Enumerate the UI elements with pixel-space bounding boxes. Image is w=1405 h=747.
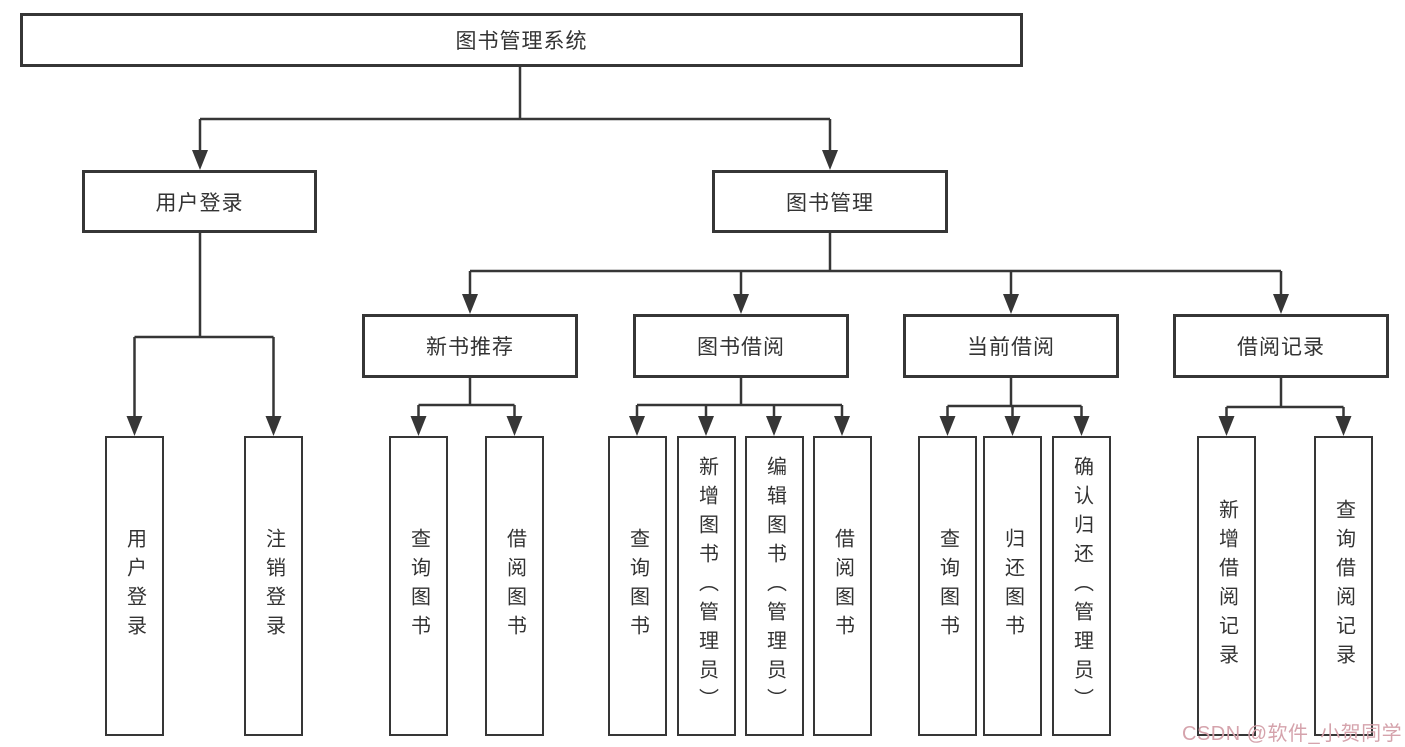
node-label: 借阅图书 bbox=[831, 528, 854, 644]
node-label: 归还图书 bbox=[1001, 528, 1024, 644]
node-label: 当前借阅 bbox=[967, 336, 1055, 359]
node-label: 图书借阅 bbox=[697, 336, 785, 359]
leaf-user-login: 用户登录 bbox=[105, 436, 164, 736]
node-label: 用户登录 bbox=[123, 528, 146, 644]
node-label: 借阅记录 bbox=[1237, 336, 1325, 359]
node-book-management: 图书管理 bbox=[712, 170, 948, 233]
node-label: 新书推荐 bbox=[426, 336, 514, 359]
node-borrow-records: 借阅记录 bbox=[1173, 314, 1389, 378]
node-label: 用户登录 bbox=[155, 191, 244, 215]
node-book-borrow: 图书借阅 bbox=[633, 314, 849, 378]
node-label: 图书管理系统 bbox=[455, 30, 588, 53]
leaf-query-books-2: 查询图书 bbox=[608, 436, 667, 736]
leaf-borrow-books-1: 借阅图书 bbox=[485, 436, 544, 736]
leaf-confirm-return-admin: 确认归还（管理员） bbox=[1052, 436, 1111, 736]
node-current-borrow: 当前借阅 bbox=[903, 314, 1119, 378]
node-label: 查询图书 bbox=[936, 528, 959, 644]
leaf-logout: 注销登录 bbox=[244, 436, 303, 736]
node-label: 新增图书（管理员） bbox=[695, 455, 718, 717]
node-label: 图书管理 bbox=[786, 191, 874, 215]
leaf-query-books-3: 查询图书 bbox=[918, 436, 977, 736]
node-library-management-system: 图书管理系统 bbox=[20, 13, 1023, 67]
node-label: 查询借阅记录 bbox=[1332, 499, 1355, 673]
leaf-return-books: 归还图书 bbox=[983, 436, 1042, 736]
node-user-login: 用户登录 bbox=[82, 170, 317, 233]
node-label: 注销登录 bbox=[262, 528, 285, 644]
node-label: 编辑图书（管理员） bbox=[763, 455, 786, 717]
node-label: 借阅图书 bbox=[503, 528, 526, 644]
node-label: 查询图书 bbox=[407, 528, 430, 644]
node-label: 新增借阅记录 bbox=[1215, 499, 1238, 673]
leaf-edit-books-admin: 编辑图书（管理员） bbox=[745, 436, 804, 736]
csdn-watermark: CSDN @软件_小贺同学 bbox=[1182, 723, 1403, 745]
node-label: 查询图书 bbox=[626, 528, 649, 644]
leaf-add-borrow-record: 新增借阅记录 bbox=[1197, 436, 1256, 736]
leaf-query-borrow-record: 查询借阅记录 bbox=[1314, 436, 1373, 736]
leaf-add-books-admin: 新增图书（管理员） bbox=[677, 436, 736, 736]
leaf-query-books-1: 查询图书 bbox=[389, 436, 448, 736]
leaf-borrow-books-2: 借阅图书 bbox=[813, 436, 872, 736]
node-label: 确认归还（管理员） bbox=[1070, 455, 1093, 717]
node-new-book-recommend: 新书推荐 bbox=[362, 314, 578, 378]
